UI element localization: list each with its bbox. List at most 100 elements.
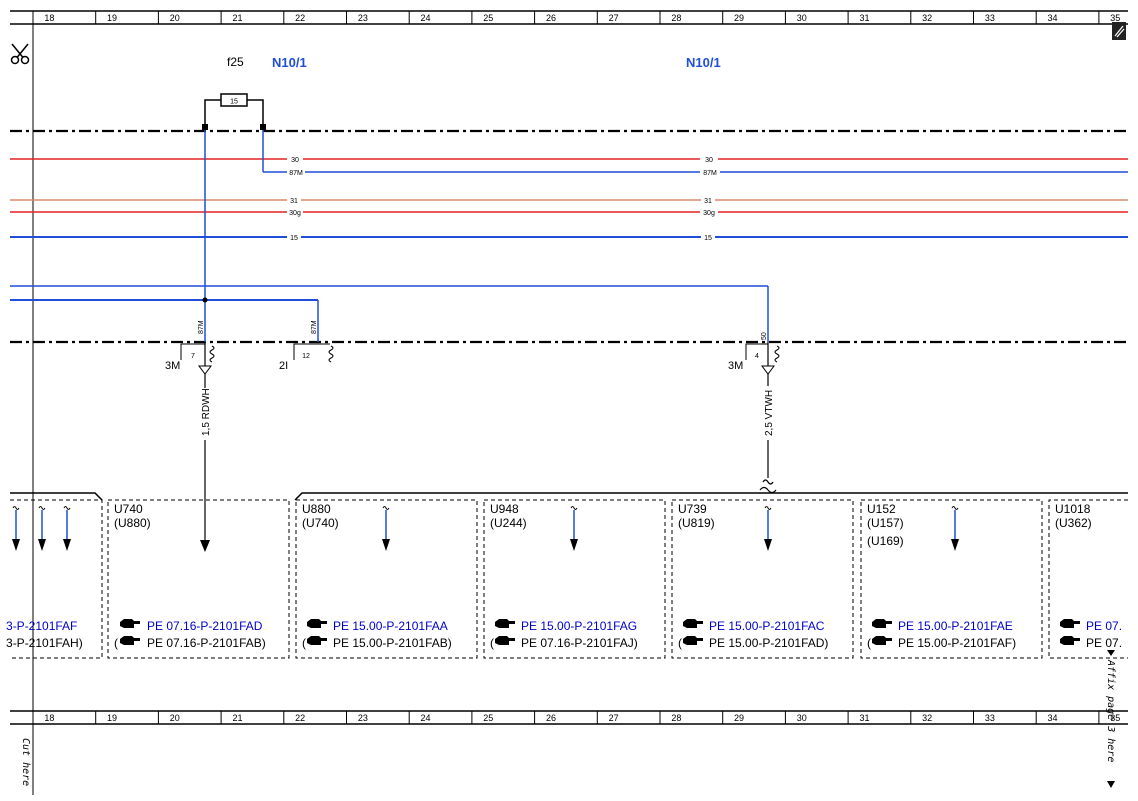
variant-box-6[interactable] [1048,499,1128,659]
variant-box-3[interactable] [483,499,666,659]
svg-text:50: 50 [761,332,768,340]
arrow-down-icon [764,539,772,551]
variant-code: (U362) [1055,516,1092,530]
ruler-column-number: 21 [232,13,242,23]
ruler-column-number: 25 [483,713,493,723]
ref-link[interactable]: PE 07.16-P-2101FAD [147,619,263,633]
pin-middle[interactable]: 87M 12 2I [279,320,334,372]
ref-link[interactable]: PE 15.00-P-2101FAC [709,619,825,633]
wire-break-icon [570,506,578,510]
svg-text:31: 31 [290,198,298,205]
arrow-down-icon [200,540,210,552]
pin-right[interactable]: 50 4 3M [728,332,780,375]
svg-text:87M: 87M [311,320,318,334]
ref-alt[interactable]: PE 07. [1086,636,1122,650]
hand-pointer-icon [1060,619,1080,628]
ruler-column-number: 20 [170,13,180,23]
variant-box-0[interactable] [10,499,103,659]
ruler-column-number: 33 [985,713,995,723]
svg-text:15: 15 [704,235,712,242]
variant-box-1[interactable] [107,499,290,659]
ruler-column-number: 19 [107,13,117,23]
fuse-ref: f25 [227,55,244,69]
ruler-column-number: 28 [671,13,681,23]
arrow-down-icon [12,539,20,551]
svg-text:30g: 30g [703,210,715,217]
wire-spec-right: 2,5 VTWH [764,390,775,436]
ref-link[interactable]: PE 07. [1086,619,1122,633]
ref-alt[interactable]: PE 07.16-P-2101FAJ) [521,636,638,650]
ref-link[interactable]: PE 15.00-P-2101FAA [333,619,448,633]
pin-left[interactable]: 87M 7 3M [165,320,215,375]
ruler-column-number: 27 [609,713,619,723]
ruler-column-number: 21 [232,713,242,723]
variant-code: (U244) [490,516,527,530]
ruler-column-number: 32 [922,713,932,723]
ref-alt[interactable]: 3-P-2101FAH) [6,636,83,650]
arrow-down-icon [570,539,578,551]
ref-link[interactable]: 3-P-2101FAF [6,619,77,633]
svg-text:(: ( [114,636,118,650]
wire-break-icon [12,506,20,510]
ruler-column-number: 24 [421,713,431,723]
svg-text:31: 31 [704,198,712,205]
svg-text:7: 7 [191,353,195,360]
ref-link[interactable]: PE 15.00-P-2101FAG [521,619,637,633]
svg-text:(: ( [867,636,871,650]
ruler-column-number: 33 [985,13,995,23]
connector-label-right[interactable]: N10/1 [686,55,721,70]
variant-code: U1018 [1055,502,1091,516]
scissors-icon[interactable] [10,43,30,65]
ruler-column-number: 35 [1110,713,1120,723]
ruler-column-number: 34 [1048,713,1058,723]
ruler-column-number: 30 [797,13,807,23]
connector-label-left[interactable]: N10/1 [272,55,307,70]
ruler-column-number: 35 [1110,13,1120,23]
hand-pointer-icon [1060,636,1080,645]
variant-code: (U880) [114,516,151,530]
variant-code: (U740) [302,516,339,530]
svg-text:3M: 3M [165,360,180,372]
reference-links: 3-P-2101FAF 3-P-2101FAH) PE 07.16-P-2101… [6,619,1122,650]
feed-wires [10,130,769,342]
ruler-column-number: 34 [1048,13,1058,23]
wire-break-icon [63,506,71,510]
ruler-column-number: 22 [295,713,305,723]
variant-code: U880 [302,502,331,516]
ref-alt[interactable]: PE 15.00-P-2101FAD) [709,636,828,650]
arrow-down-icon [63,539,71,551]
ground-icon [198,365,212,375]
variant-box-4[interactable] [671,499,854,659]
ref-alt[interactable]: PE 15.00-P-2101FAB) [333,636,452,650]
ruler-column-number: 20 [170,713,180,723]
ref-link[interactable]: PE 15.00-P-2101FAE [898,619,1013,633]
variant-brackets [10,486,1128,501]
svg-text:87M: 87M [703,170,717,177]
ref-alt[interactable]: PE 07.16-P-2101FAB) [147,636,266,650]
arrow-down-icon [38,539,46,551]
ref-alt[interactable]: PE 15.00-P-2101FAF) [898,636,1016,650]
resistor-icon [209,345,215,363]
svg-text:15: 15 [290,235,298,242]
box-arrows [12,506,959,551]
hand-pointer-icon [683,636,703,645]
ruler-column-number: 28 [671,713,681,723]
resistor-icon [774,345,780,363]
variant-box-2[interactable] [295,499,478,659]
hand-pointer-icon [872,636,892,645]
hand-pointer-icon [120,619,140,628]
svg-text:(: ( [678,636,682,650]
variant-box-5[interactable] [860,499,1043,659]
ruler-column-number: 23 [358,713,368,723]
hand-pointer-icon [683,619,703,628]
hand-pointer-icon [307,619,327,628]
svg-text:4: 4 [755,353,759,360]
wire-break-icon [764,506,772,510]
svg-text:87M: 87M [289,170,303,177]
page-corner-icon[interactable] [1112,22,1126,40]
fuse-symbol[interactable]: 15 [202,93,266,130]
fuse-value: 15 [230,99,238,106]
